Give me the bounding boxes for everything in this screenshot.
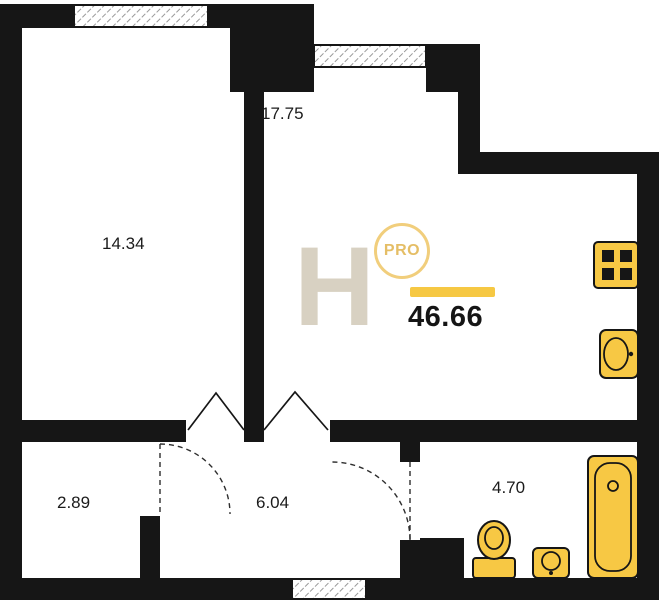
window-top-left (73, 4, 209, 28)
washbasin-bowl (541, 551, 561, 571)
doors (159, 390, 411, 541)
wall-segment (0, 4, 22, 600)
area-label-room-left: 14.34 (102, 234, 145, 253)
sink-tap (628, 351, 634, 357)
wall-segment (400, 442, 420, 462)
washbasin-tap (549, 571, 553, 575)
windows (73, 4, 427, 600)
duct-shaft (420, 538, 464, 580)
bathtub-body (587, 455, 639, 579)
toilet-bowl-inner (484, 526, 504, 550)
washbasin-body (532, 547, 570, 579)
toilet-tank (472, 557, 516, 579)
walls (0, 4, 659, 600)
door-swing-left-room (187, 391, 245, 431)
logo-pro-badge: PRO (374, 223, 430, 279)
area-label-bathroom: 4.70 (492, 478, 526, 497)
window-bottom (291, 578, 367, 600)
bathtub-inner (594, 462, 632, 572)
door-swing-kitchen (263, 390, 329, 431)
kitchen-sink-icon (599, 329, 639, 379)
bathtub-drain (607, 480, 619, 492)
area-label-storage: 2.89 (57, 493, 91, 512)
area-label-hallway: 6.04 (256, 493, 290, 512)
sink-body (599, 329, 639, 379)
bathtub-icon (587, 455, 639, 579)
stove-body (593, 241, 639, 289)
door-swing-bathroom (331, 461, 411, 541)
wall-segment (230, 28, 314, 92)
toilet-bowl (477, 520, 511, 560)
wall-segment (637, 152, 659, 600)
wall-segment (244, 92, 264, 442)
burner (602, 250, 614, 262)
wall-segment (458, 44, 480, 174)
wall-segment (140, 516, 160, 600)
area-label-kitchen-living: 17.75 (261, 104, 304, 123)
burner (620, 268, 632, 280)
washbasin-icon (532, 547, 570, 579)
logo-letter: H (294, 224, 375, 349)
door-swing-storage (159, 443, 231, 515)
accent-underline (410, 287, 495, 297)
sink-bowl (603, 337, 629, 371)
wall-segment (330, 420, 659, 442)
wall-segment (208, 4, 314, 28)
wall-segment (366, 578, 659, 600)
wall-segment (22, 420, 186, 442)
window-top-right (313, 44, 427, 68)
total-area-value: 46.66 (408, 301, 484, 333)
burner (602, 268, 614, 280)
wall-segment (0, 4, 74, 28)
toilet-icon (472, 520, 516, 579)
wall-segment (400, 540, 420, 600)
burner (620, 250, 632, 262)
wall-segment (458, 152, 659, 174)
stove-icon (593, 241, 639, 289)
